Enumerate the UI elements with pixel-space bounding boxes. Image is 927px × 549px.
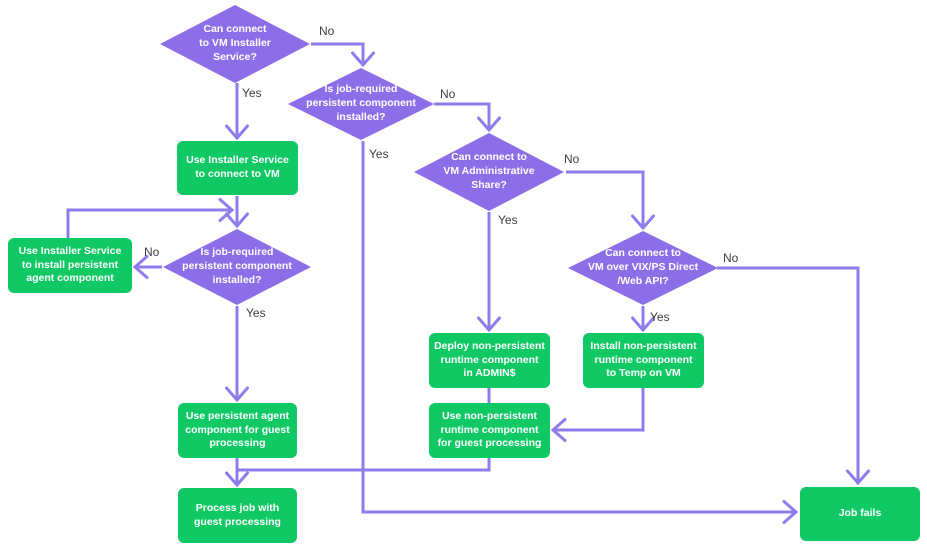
connector-install-temp-to-use-nonpersistent: [550, 388, 645, 442]
edge-label-admin-share-yes: Yes: [498, 213, 518, 227]
process-job-fails: Job fails: [800, 487, 920, 541]
edge-label-top-persistent-yes: Yes: [369, 147, 389, 161]
diamond-shape: [568, 231, 718, 305]
diamond-shape: [288, 68, 434, 140]
process-label: Use Installer Service to install persist…: [18, 244, 122, 285]
connector-use-nonpersistent-to-process-job: [238, 458, 491, 472]
connector-vix-no-to-job-fails: [717, 266, 870, 486]
process-label: Use Installer Service to connect to VM: [186, 154, 289, 180]
diamond-shape: [163, 229, 311, 305]
process-label: Use non-persistent runtime component for…: [437, 409, 542, 450]
decision-can-connect-admin-share: Can connect to VM Administrative Share?: [414, 133, 564, 211]
edge-label-installer-yes: Yes: [242, 86, 262, 100]
process-use-persistent-agent: Use persistent agent component for guest…: [178, 403, 297, 458]
process-use-installer-service-connect: Use Installer Service to connect to VM: [177, 141, 298, 195]
edge-label-installer-no: No: [319, 24, 335, 38]
process-label: Install non-persistent runtime component…: [590, 339, 697, 380]
edge-label-vix-no: No: [723, 251, 739, 265]
diamond-shape: [160, 5, 310, 83]
edge-label-admin-share-no: No: [564, 152, 580, 166]
edge-label-top-persistent-no: No: [440, 87, 456, 101]
connector-top-persistent-no-to-admin-share: [434, 102, 501, 133]
edge-label-vix-yes: Yes: [650, 310, 670, 324]
decision-persistent-component-installed-left: Is job-required persistent component ins…: [163, 229, 311, 305]
decision-label: Can connect to VM over VIX/PS Direct /We…: [587, 247, 699, 287]
decision-label: Can connect to VM Installer Service?: [199, 23, 271, 63]
decision-can-connect-vix-ps-web-api: Can connect to VM over VIX/PS Direct /We…: [568, 231, 718, 305]
process-install-persistent-agent: Use Installer Service to install persist…: [8, 238, 132, 293]
decision-can-connect-installer-service: Can connect to VM Installer Service?: [160, 5, 310, 83]
decision-persistent-component-installed-top: Is job-required persistent component ins…: [288, 68, 434, 140]
process-label: Process job with guest processing: [194, 501, 281, 528]
process-label: Deploy non-persistent runtime component …: [434, 339, 545, 380]
process-label: Job fails: [838, 507, 882, 520]
process-label: Use persistent agent component for guest…: [185, 409, 290, 450]
edge-label-left-persistent-yes: Yes: [246, 306, 266, 320]
process-install-nonpersistent-temp: Install non-persistent runtime component…: [583, 333, 704, 388]
decision-label: Can connect to VM Administrative Share?: [443, 151, 535, 191]
diamond-shape: [414, 133, 564, 211]
decision-label: Is job-required persistent component ins…: [182, 246, 292, 286]
process-deploy-nonpersistent-admin-share: Deploy non-persistent runtime component …: [429, 333, 550, 388]
edge-label-left-persistent-no: No: [144, 245, 160, 259]
connector-admin-share-no-to-vix: [566, 170, 655, 231]
connector-installer-no-to-top-persistent: [311, 42, 375, 68]
process-process-job-guest-processing: Process job with guest processing: [178, 488, 297, 543]
process-use-nonpersistent-runtime: Use non-persistent runtime component for…: [429, 403, 550, 458]
decision-label: Is job-required persistent component ins…: [306, 83, 416, 123]
